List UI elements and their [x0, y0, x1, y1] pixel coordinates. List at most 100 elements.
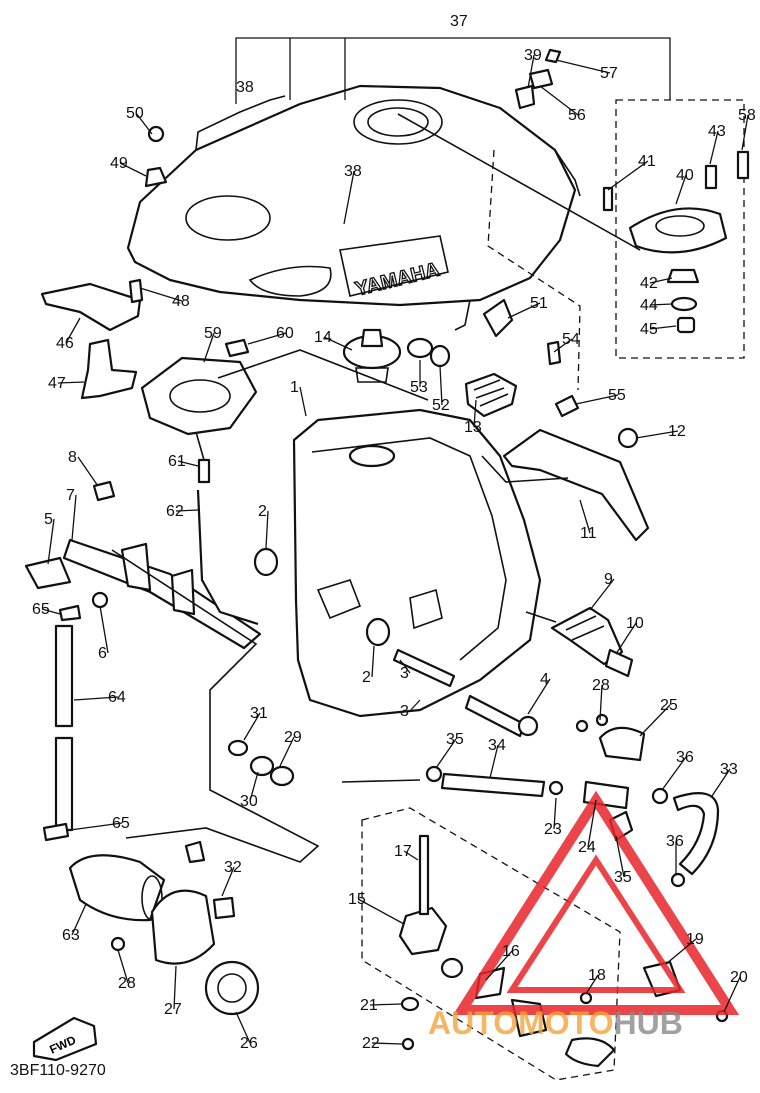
- tank-cover: [126, 84, 581, 331]
- callout-label-14: 14: [314, 329, 332, 346]
- callout-leader-3: [409, 699, 421, 712]
- callout-leader-64: [73, 696, 119, 701]
- callout-leader-10: [615, 622, 637, 655]
- callout-label-59: 59: [204, 325, 222, 342]
- callout-label-3: 3: [400, 665, 409, 682]
- callout-label-36: 36: [666, 833, 684, 850]
- callout-leader-51: [507, 302, 541, 319]
- callout-leader-12: [635, 430, 679, 439]
- callout-label-51: 51: [530, 295, 548, 312]
- callout-leader-3: [399, 659, 411, 674]
- callout-label-35: 35: [446, 731, 464, 748]
- clamp-25: [575, 713, 646, 762]
- callout-label-64: 64: [108, 689, 126, 706]
- callout-label-15: 15: [348, 891, 366, 908]
- filler-seal-59-60: [140, 338, 258, 484]
- callout-label-65: 65: [112, 815, 130, 832]
- callout-label-1: 1: [290, 379, 299, 396]
- callout-leader-35: [615, 835, 625, 878]
- callout-leader-36: [661, 756, 687, 791]
- callout-leader-60: [247, 332, 287, 345]
- callout-leader-52: [439, 365, 443, 406]
- callout-leader-2: [265, 510, 269, 549]
- fuel-cap-14: [342, 328, 402, 383]
- callout-label-32: 32: [224, 859, 242, 876]
- callout-leader-28: [117, 949, 129, 984]
- callout-leader-24: [587, 799, 597, 848]
- bracket-37: [235, 37, 671, 104]
- callout-label-11: 11: [580, 525, 597, 542]
- callout-label-43: 43: [708, 123, 726, 140]
- callout-leader-32: [221, 866, 235, 897]
- callout-leader-23: [553, 797, 557, 830]
- callout-label-62: 62: [166, 503, 184, 520]
- callout-label-53: 53: [410, 379, 428, 396]
- callout-leader-65: [41, 608, 61, 615]
- callout-label-39: 39: [524, 47, 542, 64]
- brackets-46-47: [40, 278, 144, 400]
- callout-label-57: 57: [600, 65, 618, 82]
- fuel-cock-15: [361, 807, 729, 1081]
- small-top-fasteners: [144, 48, 562, 188]
- fittings-29-31: [227, 739, 295, 787]
- dampers-52-53: [406, 298, 562, 368]
- callout-leader-35: [435, 738, 457, 769]
- callout-leader-27: [173, 965, 177, 1010]
- callout-label-5: 5: [44, 511, 53, 528]
- callout-label-2: 2: [362, 669, 371, 686]
- watermark-text: AUTOMOTOHUB: [428, 1005, 683, 1041]
- callout-label-16: 16: [502, 943, 520, 960]
- callout-leader-25: [639, 704, 671, 737]
- callout-label-23: 23: [544, 821, 562, 838]
- callout-leader-54: [553, 338, 573, 353]
- callout-label-63: 63: [62, 927, 80, 944]
- fuel-lines: [425, 765, 720, 888]
- callout-leader-29: [279, 736, 295, 767]
- callout-leader-42: [649, 277, 673, 284]
- callout-leader-16: [485, 950, 513, 981]
- cap-assembly-40-45: [602, 99, 750, 359]
- callout-leader-50: [135, 112, 153, 135]
- callout-label-22: 22: [362, 1035, 380, 1052]
- callout-label-12: 12: [668, 423, 686, 440]
- callout-label-38: 38: [344, 163, 362, 180]
- callout-leader-5: [47, 518, 55, 565]
- callout-label-61: 61: [168, 453, 186, 470]
- callout-leader-38: [343, 170, 355, 225]
- callout-leader-39: [527, 54, 535, 89]
- callout-leader-57: [555, 59, 611, 74]
- block-13: [464, 372, 518, 418]
- callout-leader-47: [57, 381, 85, 384]
- callout-label-28: 28: [592, 677, 610, 694]
- callout-leader-55: [575, 394, 619, 405]
- callout-leader-43: [709, 130, 719, 165]
- callout-leader-13: [473, 399, 477, 428]
- callout-label-41: 41: [638, 153, 656, 170]
- callout-leader-28: [599, 684, 603, 721]
- callout-leader-1: [299, 386, 307, 417]
- callout-label-42: 42: [640, 275, 658, 292]
- callout-leader-21: [369, 1003, 403, 1006]
- callout-label-8: 8: [68, 449, 77, 466]
- callout-label-3: 3: [400, 703, 409, 720]
- callout-leader-22: [371, 1042, 403, 1045]
- callout-leader-58: [741, 114, 749, 151]
- callout-label-52: 52: [432, 397, 450, 414]
- callout-leader-19: [665, 938, 697, 965]
- callout-label-13: 13: [464, 419, 482, 436]
- callout-label-34: 34: [488, 737, 506, 754]
- front-direction-marker: FWD: [32, 1016, 98, 1062]
- callout-leader-2: [371, 645, 375, 678]
- callout-label-47: 47: [48, 375, 66, 392]
- callout-leader-4: [527, 678, 551, 715]
- callout-label-50: 50: [126, 105, 144, 122]
- callout-leader-8: [77, 456, 99, 487]
- callout-label-60: 60: [276, 325, 294, 342]
- callout-label-19: 19: [686, 931, 704, 948]
- callout-label-30: 30: [240, 793, 258, 810]
- callout-label-31: 31: [250, 705, 268, 722]
- callout-label-33: 33: [720, 761, 738, 778]
